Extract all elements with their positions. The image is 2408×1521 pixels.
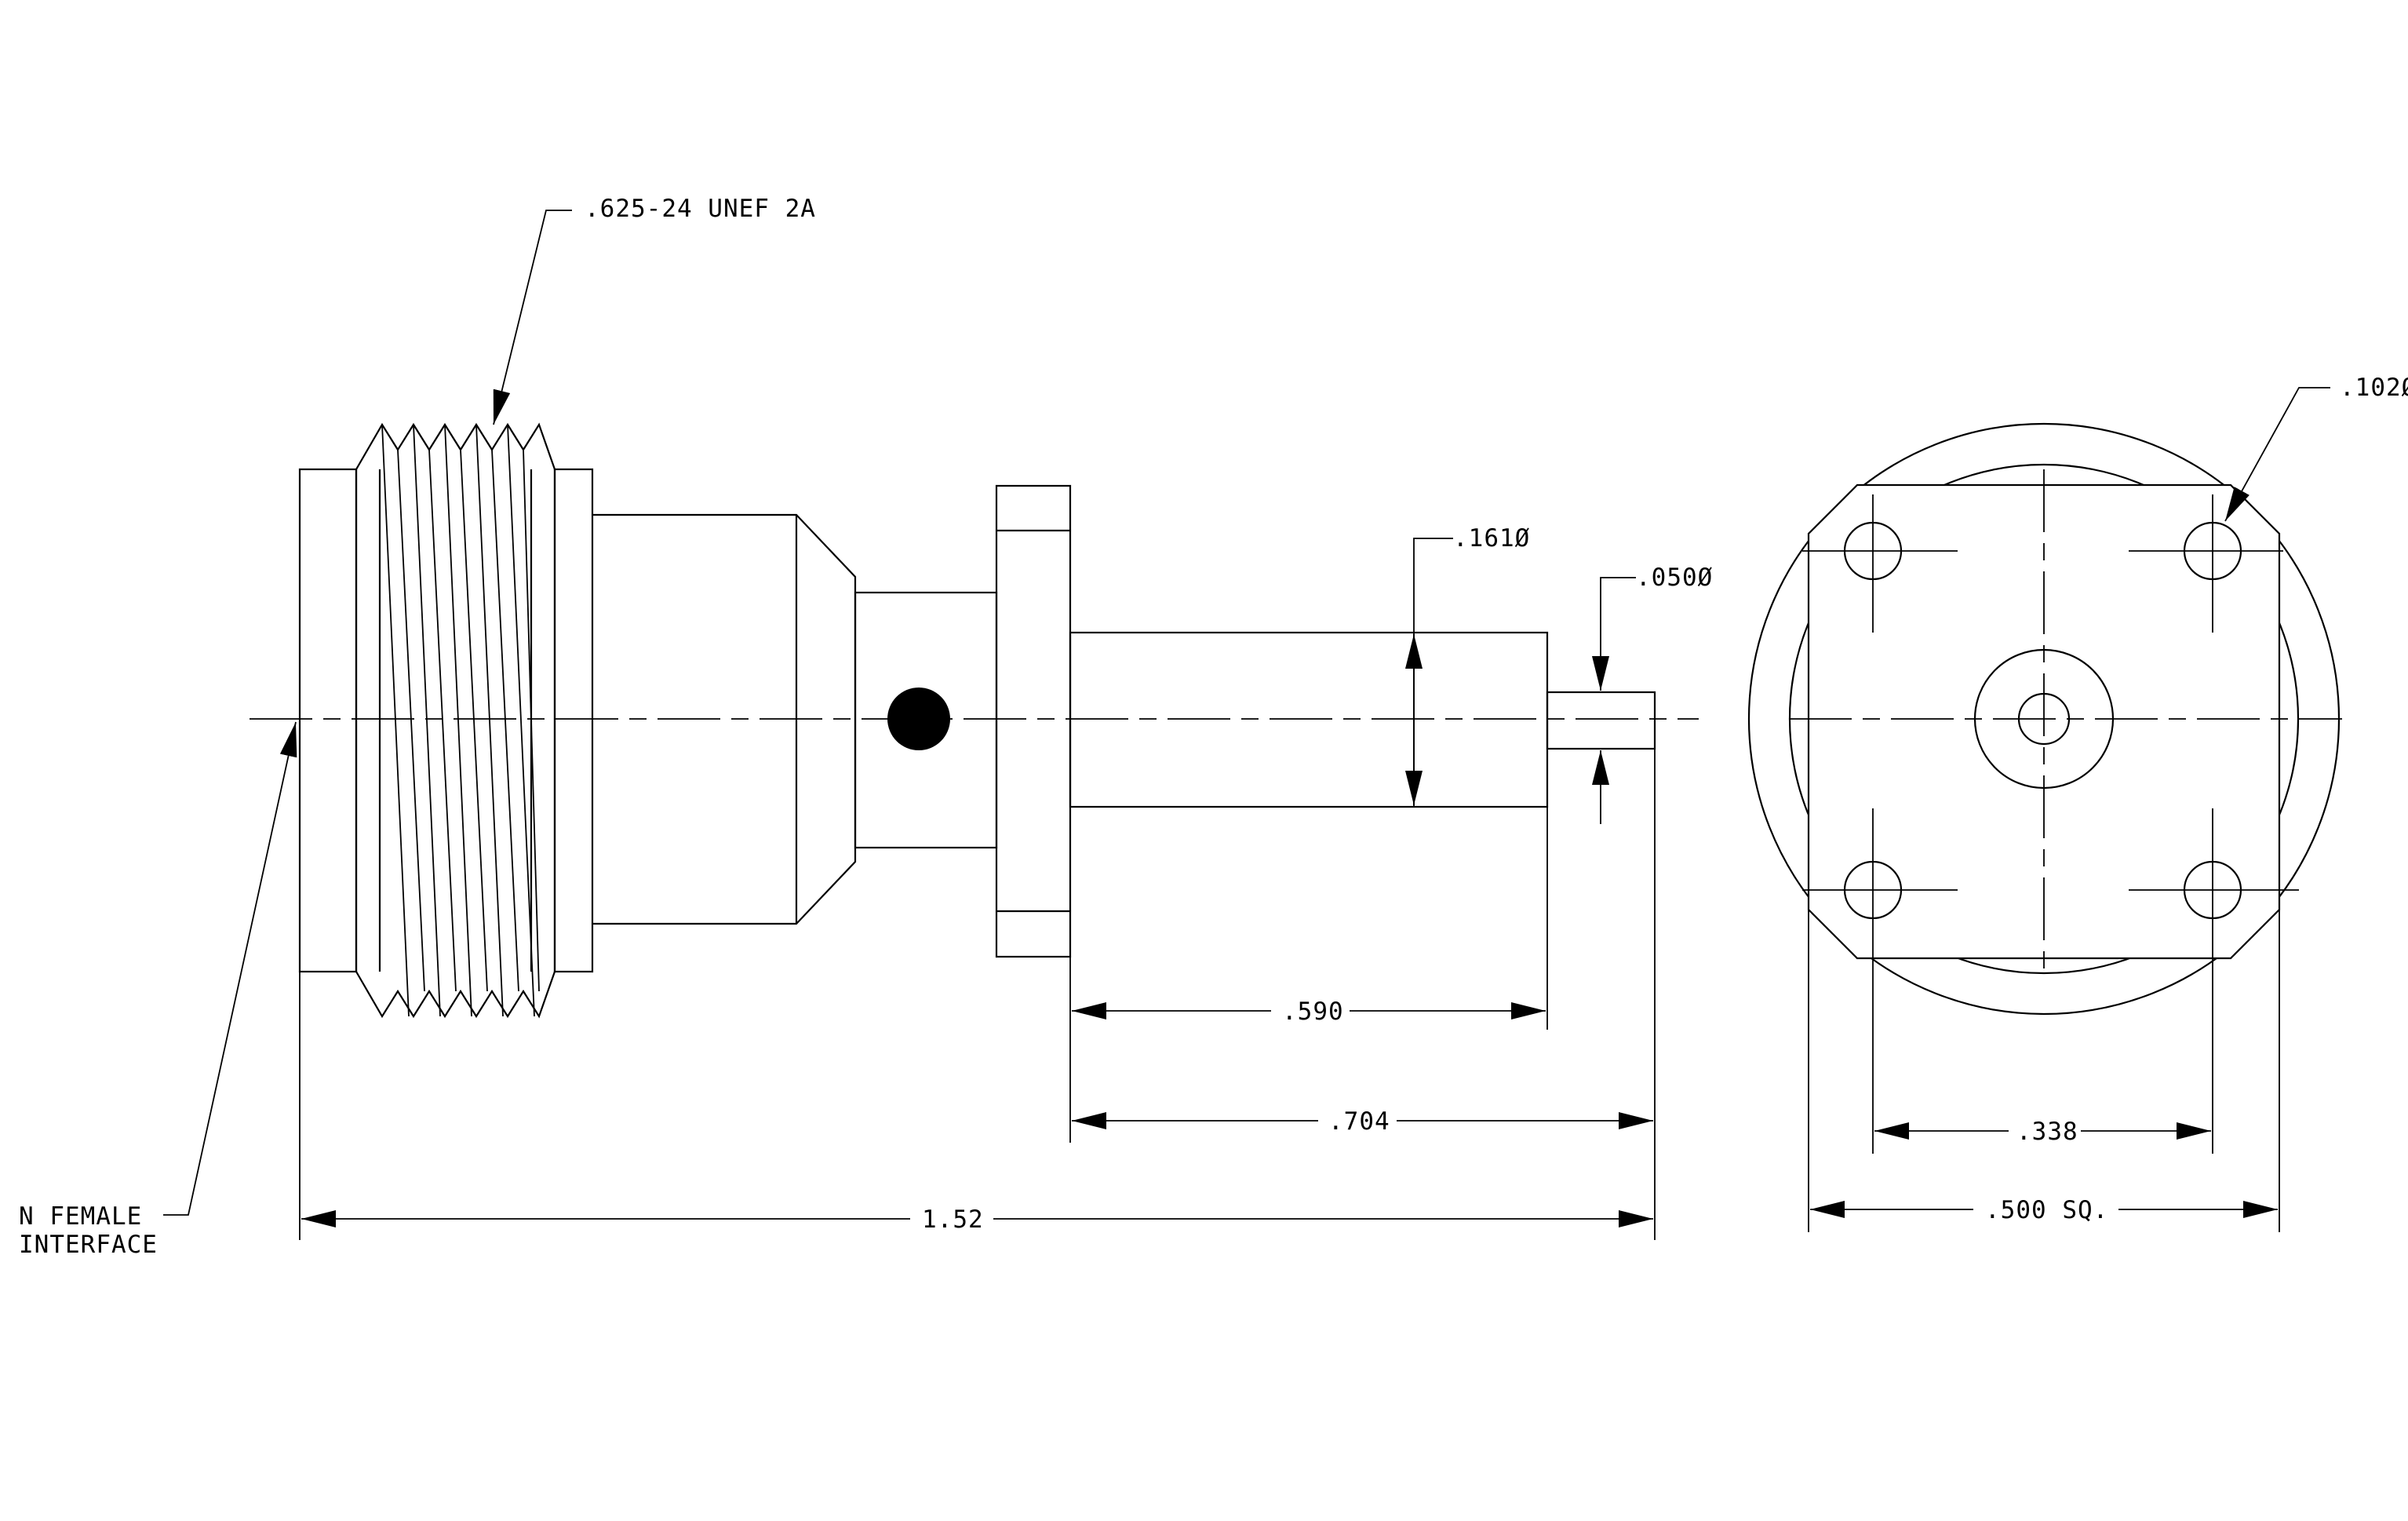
hole-dia-label: .102Ø: [2340, 374, 2408, 402]
pin-dia-small-label: .050Ø: [1636, 564, 1713, 592]
flange: [995, 484, 1072, 958]
dim-704-label: .704: [1328, 1107, 1390, 1136]
center-insulator: [1973, 648, 2115, 790]
side-view: [250, 422, 1699, 1019]
side-dimensions: .625-24 UNEF 2A N FEMALE INTERFACE .161Ø…: [19, 195, 1713, 1259]
pin-tip: [1546, 691, 1656, 750]
rear-ring: [553, 468, 594, 973]
thread-spec-label: .625-24 UNEF 2A: [585, 195, 816, 223]
interface-label-2: INTERFACE: [19, 1231, 158, 1259]
dim-590-label: .590: [1282, 998, 1344, 1026]
threaded-section: [355, 422, 556, 1019]
solder-hole: [887, 688, 950, 750]
interface-label-1: N FEMALE: [19, 1202, 142, 1231]
center-pin: [2017, 692, 2071, 746]
pin-dia-large-label: .161Ø: [1453, 524, 1530, 553]
front-ring: [298, 468, 358, 973]
front-view: [1747, 422, 2342, 1154]
front-dimensions: .102Ø .338 .500 SQ.: [1808, 374, 2408, 1232]
dim-500-label: .500 SQ.: [1985, 1196, 2108, 1224]
dim-338-label: .338: [2016, 1118, 2078, 1146]
pin-body: [1069, 631, 1549, 808]
dim-152-label: 1.52: [922, 1205, 984, 1234]
